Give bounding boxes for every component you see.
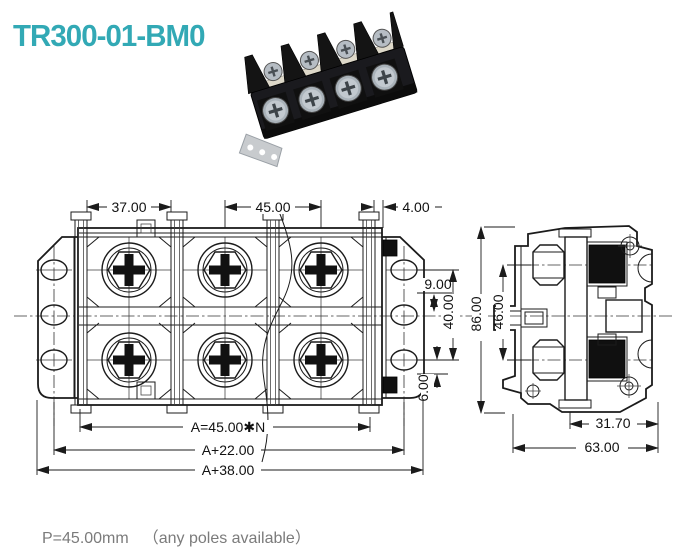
dim-mount-width: A+22.00	[202, 442, 255, 458]
left-mount-bracket	[37, 236, 78, 399]
left-bottom-tab	[136, 381, 156, 400]
caption-note: （any poles available）	[142, 530, 311, 547]
barrier-post	[166, 211, 188, 414]
barrier-post	[358, 211, 380, 414]
photo-front-screws	[256, 58, 404, 132]
front-bottom-dimensions: A=45.00✱N A+22.00 A+38.00	[36, 400, 424, 478]
thread-bottom	[588, 339, 626, 379]
break-line	[261, 203, 293, 463]
dim-overall-width: A+38.00	[202, 462, 255, 478]
photo-top-screws	[263, 28, 392, 82]
dim-body-width: A=45.00✱N	[191, 419, 265, 435]
dim-screw-span: 46.00	[490, 294, 506, 329]
dim-pitch: 45.00	[255, 199, 290, 215]
right-top-bolt	[382, 239, 398, 257]
dim-opening: 37.00	[111, 199, 146, 215]
section-plate	[564, 236, 588, 401]
hex-bolt-top	[532, 244, 565, 286]
caption: P=45.00mm （any poles available）	[42, 524, 311, 548]
product-photo	[238, 11, 418, 168]
dim-hole-offset: 9.00	[424, 276, 451, 292]
dim-end-gap: 4.00	[402, 199, 429, 215]
dim-upper-depth: 31.70	[595, 415, 630, 431]
right-bottom-bolt	[382, 376, 398, 394]
side-dimensions: 86.00 46.00 31.70 63.00	[468, 226, 659, 455]
front-right-dimensions: 9.00 40.00 6.00	[415, 269, 460, 410]
dim-height: 86.00	[468, 296, 484, 331]
dim-hole-span: 40.00	[440, 294, 456, 329]
side-outline	[493, 225, 653, 413]
front-view: 37.00 45.00 4.00 9.00 40.00 6.00	[14, 199, 472, 478]
barrier-post	[262, 211, 284, 414]
dim-depth: 63.00	[584, 439, 619, 455]
side-view: 86.00 46.00 31.70 63.00	[468, 225, 674, 455]
dim-foot: 6.00	[415, 374, 431, 401]
center-cavity	[605, 299, 643, 333]
product-title: TR300-01-BM0	[13, 18, 205, 53]
terminal-body	[77, 227, 383, 406]
thread-top	[588, 244, 626, 284]
front-top-dimensions: 37.00 45.00 4.00	[86, 199, 442, 228]
left-top-tab	[136, 219, 156, 238]
mount-slot	[520, 308, 548, 328]
caption-pitch: P=45.00mm	[42, 530, 129, 547]
hex-bolt-bottom	[532, 339, 565, 381]
